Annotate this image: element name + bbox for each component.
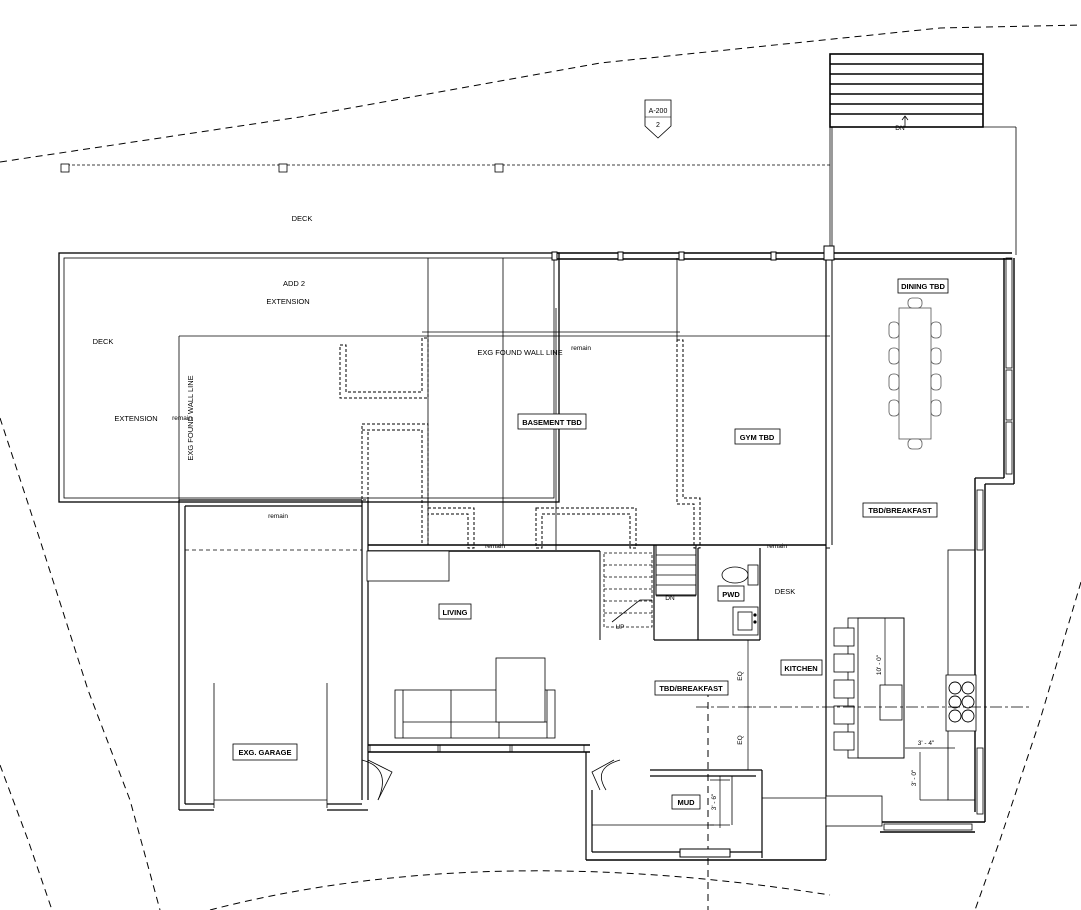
room-label-breakfast-center: TBD/BREAKFAST: [659, 684, 723, 693]
main-walls: [178, 499, 826, 861]
dim-eq-2: EQ: [737, 735, 744, 744]
living-furniture: [366, 550, 556, 739]
dimension-labels: EQ EQ 10' - 0" 3' - 4" 3' - 0" 3' - 6": [711, 654, 935, 810]
dim-clear-1: 3' - 4": [918, 740, 935, 747]
powder-fixtures: [721, 564, 759, 636]
property-line-south-arc: [209, 870, 831, 910]
dim-eq-1: EQ: [737, 671, 744, 680]
note-extension-top: EXTENSION: [266, 297, 309, 306]
note-deck-top: DECK: [292, 214, 313, 223]
existing-foundation-walls: [339, 337, 701, 549]
deck-stairs: [829, 53, 1017, 255]
note-remain-1: remain: [571, 345, 591, 352]
room-label-garage: EXG. GARAGE: [239, 748, 292, 757]
property-line-west: [0, 417, 161, 910]
note-exg-found-wall-v: EXG FOUND WALL LINE: [186, 375, 195, 460]
dim-clear-2: 3' - 0": [911, 769, 918, 786]
dining-table: [888, 297, 942, 450]
property-line-north: [0, 24, 1081, 163]
property-line-west-inner: [0, 764, 53, 910]
north-wall: [551, 245, 1012, 261]
room-label-kitchen: KITCHEN: [784, 664, 817, 673]
room-labels: DINING TBD TBD/BREAKFAST BASEMENT TBD GY…: [232, 278, 949, 810]
section-marker: A-200 2: [644, 99, 672, 139]
room-label-basement: BASEMENT TBD: [522, 418, 582, 427]
note-remain-2: remain: [172, 415, 192, 422]
dim-island-length: 10' - 0": [876, 654, 883, 675]
note-exg-found-wall-h: EXG FOUND WALL LINE: [477, 348, 562, 357]
note-dn-deck: DN: [895, 125, 905, 132]
note-desk: DESK: [775, 587, 795, 596]
note-add-2: ADD 2: [283, 279, 305, 288]
note-remain-4: remain: [485, 543, 505, 550]
property-line-east: [974, 581, 1081, 910]
section-number: 2: [656, 122, 660, 129]
room-label-gym: GYM TBD: [740, 433, 775, 442]
room-label-dining: DINING TBD: [901, 282, 945, 291]
room-label-pwd: PWD: [722, 590, 740, 599]
dimension-lines: [696, 618, 1030, 828]
note-up-stair: UP: [615, 624, 624, 631]
interior-stairs: [603, 544, 697, 628]
deck-upper: [60, 127, 833, 250]
note-remain-5: remain: [767, 543, 787, 550]
plan-notes: DECK ADD 2 EXTENSION DECK EXTENSION EXG …: [93, 125, 905, 631]
room-label-mud: MUD: [677, 798, 695, 807]
section-sheet: A-200: [649, 108, 668, 115]
extension-outline: [58, 252, 830, 550]
property-lines: [0, 24, 1081, 910]
note-deck-left: DECK: [93, 337, 114, 346]
note-remain-3: remain: [268, 513, 288, 520]
note-dn-stair: DN: [665, 595, 675, 602]
dim-mud-depth: 3' - 6": [711, 793, 718, 810]
kitchen-island: [825, 549, 977, 827]
note-extension-left: EXTENSION: [114, 414, 157, 423]
room-label-breakfast-right: TBD/BREAKFAST: [868, 506, 932, 515]
room-label-living: LIVING: [442, 608, 467, 617]
